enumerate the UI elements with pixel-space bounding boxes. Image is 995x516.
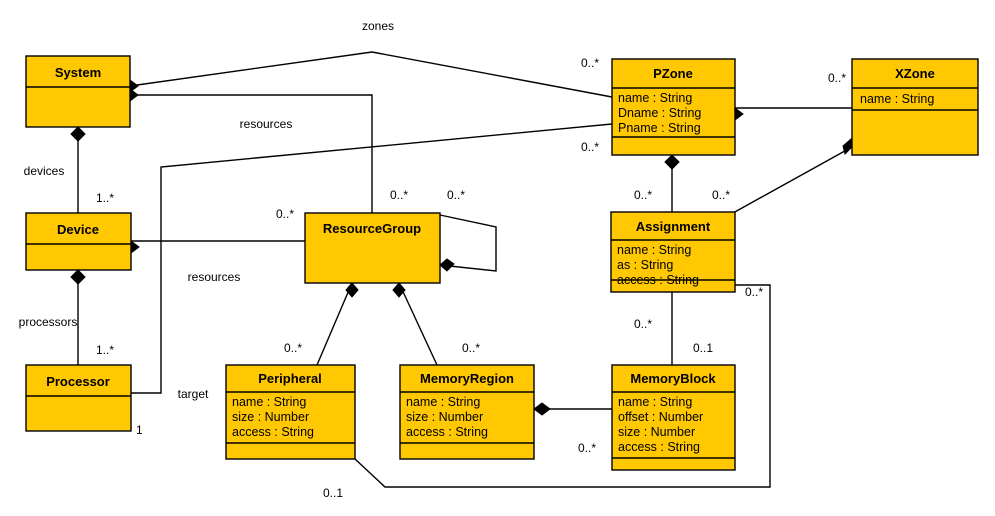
mult-memoryregion-top: 0..* bbox=[462, 341, 480, 355]
mult-peripheral-bottom: 0..1 bbox=[323, 486, 343, 500]
edge-label-resources2: resources bbox=[188, 270, 241, 284]
class-pzone-attr-2: Pname : String bbox=[618, 121, 701, 135]
class-pzone-attr-1: Dname : String bbox=[618, 106, 701, 120]
mult-memoryblock-left: 0..* bbox=[578, 441, 596, 455]
mult-rg-top: 0..* bbox=[390, 188, 408, 202]
mult-peripheral-top: 0..* bbox=[284, 341, 302, 355]
edge-processor-pzone-target bbox=[131, 123, 613, 394]
edge-system-pzone-zones bbox=[129, 51, 613, 98]
mult-rg-self: 0..* bbox=[447, 188, 465, 202]
edge-resourcegroup-peripheral bbox=[316, 282, 353, 366]
class-system[interactable]: System bbox=[25, 55, 131, 128]
diamond-resourcegroup-memoryregion bbox=[392, 282, 406, 298]
class-peripheral-attr-1: size : Number bbox=[232, 410, 309, 424]
class-assignment-attr-1: as : String bbox=[617, 258, 673, 272]
class-assignment[interactable]: Assignment name : String as : String acc… bbox=[610, 211, 736, 293]
mult-device-resources: 0..* bbox=[276, 207, 294, 221]
class-assignment-attr-0: name : String bbox=[617, 243, 691, 257]
mult-memoryblock-top: 0..1 bbox=[693, 341, 713, 355]
class-peripheral[interactable]: Peripheral name : String size : Number a… bbox=[225, 364, 356, 460]
class-assignment-title: Assignment bbox=[636, 219, 711, 234]
class-peripheral-title: Peripheral bbox=[258, 371, 322, 386]
diamond-system-devices bbox=[70, 126, 86, 142]
class-resourcegroup-title: ResourceGroup bbox=[323, 221, 421, 236]
class-memoryblock-attr-3: access : String bbox=[618, 440, 700, 454]
class-memoryblock[interactable]: MemoryBlock name : String offset : Numbe… bbox=[611, 364, 736, 471]
edge-label-resources1: resources bbox=[240, 117, 293, 131]
mult-system-devices: 1..* bbox=[96, 191, 114, 205]
class-pzone-attr-0: name : String bbox=[618, 91, 692, 105]
class-peripheral-attr-0: name : String bbox=[232, 395, 306, 409]
mult-assignment-right: 0..* bbox=[745, 285, 763, 299]
class-memoryblock-attr-0: name : String bbox=[618, 395, 692, 409]
edge-resourcegroup-self bbox=[439, 214, 497, 272]
class-pzone-title: PZone bbox=[653, 66, 693, 81]
mult-assignment-top-left: 0..* bbox=[634, 188, 652, 202]
mult-processor-target: 1 bbox=[136, 423, 143, 437]
mult-assignment-top-right: 0..* bbox=[712, 188, 730, 202]
class-resourcegroup[interactable]: ResourceGroup bbox=[304, 212, 441, 284]
class-memoryblock-attr-1: offset : Number bbox=[618, 410, 703, 424]
edge-labels: zones resources resources devices proces… bbox=[19, 19, 394, 401]
class-xzone[interactable]: XZone name : String bbox=[851, 58, 979, 156]
class-xzone-attr-0: name : String bbox=[860, 92, 934, 106]
diamond-resourcegroup-self bbox=[439, 258, 455, 272]
class-memoryregion-attr-0: name : String bbox=[406, 395, 480, 409]
mult-device-processors: 1..* bbox=[96, 343, 114, 357]
diamond-memoryregion-memoryblock bbox=[533, 402, 551, 416]
edge-system-resourcegroup-resources bbox=[130, 94, 373, 213]
class-assignment-attr-2: access : String bbox=[617, 273, 699, 287]
class-device-title: Device bbox=[57, 222, 99, 237]
mult-assignment-bottom: 0..* bbox=[634, 317, 652, 331]
class-memoryregion-attr-2: access : String bbox=[406, 425, 488, 439]
edge-label-target: target bbox=[178, 387, 209, 401]
diamond-device-processors bbox=[70, 269, 86, 285]
diamond-resourcegroup-peripheral bbox=[345, 282, 359, 298]
multiplicity-labels: 1..* 1..* 1 0..* 0..* 0..* 0..* 0..* 0..… bbox=[96, 56, 846, 500]
class-pzone[interactable]: PZone name : String Dname : String Pname… bbox=[611, 58, 736, 156]
class-memoryregion-title: MemoryRegion bbox=[420, 371, 514, 386]
class-device[interactable]: Device bbox=[25, 212, 132, 271]
edge-assignment-xzone bbox=[732, 146, 853, 214]
class-processor[interactable]: Processor bbox=[25, 364, 132, 432]
edge-label-zones: zones bbox=[362, 19, 394, 33]
mult-pzone-top: 0..* bbox=[581, 56, 599, 70]
class-memoryregion-attr-1: size : Number bbox=[406, 410, 483, 424]
diamond-xzone-assignment bbox=[842, 138, 853, 155]
diamond-pzone-assignment bbox=[664, 154, 680, 170]
mult-xzone-left: 0..* bbox=[828, 71, 846, 85]
class-processor-title: Processor bbox=[46, 374, 110, 389]
mult-pzone-bottom: 0..* bbox=[581, 140, 599, 154]
class-memoryblock-title: MemoryBlock bbox=[630, 371, 716, 386]
edge-label-devices: devices bbox=[24, 164, 65, 178]
edge-peripheral-assignment bbox=[354, 284, 771, 488]
class-xzone-title: XZone bbox=[895, 66, 935, 81]
edge-label-processors: processors bbox=[19, 315, 78, 329]
edge-resourcegroup-memoryregion bbox=[398, 282, 438, 366]
class-memoryregion[interactable]: MemoryRegion name : String size : Number… bbox=[399, 364, 535, 460]
class-system-title: System bbox=[55, 65, 101, 80]
class-memoryblock-attr-2: size : Number bbox=[618, 425, 695, 439]
class-peripheral-attr-2: access : String bbox=[232, 425, 314, 439]
